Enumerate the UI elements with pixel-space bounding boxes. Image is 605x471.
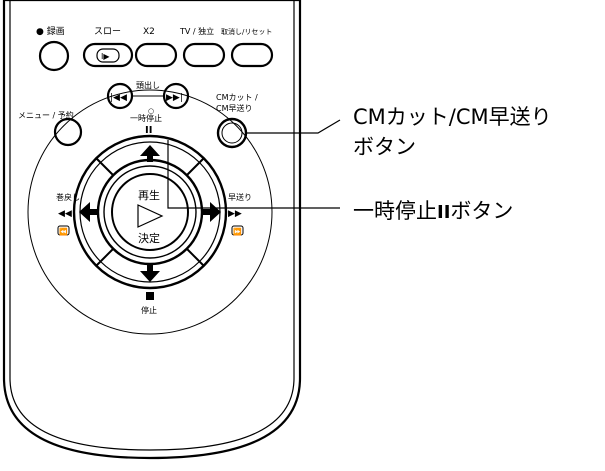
pause-callout-label: 一時停止 [353,199,437,223]
pause-label: 一時停止 [130,113,162,123]
rewind-small-icon: ⏪ [59,227,68,236]
forward-small-box [231,225,244,236]
left-arrow-icon[interactable] [79,202,97,222]
cm-label-line2: CM早送り [216,103,253,113]
slow-label: スロー [94,27,121,37]
cm-label-line1: CMカット / [216,93,258,102]
record-label: ● 録画 [36,25,65,37]
cm-callout-line1: CMカット/CM早送り [353,105,552,129]
play-label: 再生 [138,188,160,202]
pause-callout-text: 一時停止IIボタン [353,199,513,223]
dpad-divider-bl [95,246,116,267]
tv-button[interactable] [182,42,226,68]
cancel-label: 取消し/リセット [221,27,272,36]
menu-button[interactable] [53,117,83,147]
x2-label: X2 [143,27,155,37]
rewind-icon: ◀◀ [58,209,72,219]
dpad-divider-br [184,246,205,267]
pause-callout-suffix: ボタン [450,199,513,223]
menu-label: メニュー / 予約 [18,110,74,120]
skip-label: 頭出し [136,80,160,90]
right-arrow-icon[interactable] [203,202,221,222]
cm-skip-button-inner [221,122,243,144]
outer-guide-circle [27,89,273,335]
forward-small-icon: ⏩ [233,227,242,236]
enter-label: 決定 [138,231,160,245]
forward-label: 早送り [228,192,252,202]
x2-button[interactable] [134,42,178,68]
slow-icon-frame [96,48,120,63]
remote-body-inner-edge [9,0,295,451]
skip-next-icon: ▶▶| [166,93,183,103]
small-circle-icon: ○ [148,107,154,115]
pause-leader-line [167,140,340,209]
down-arrow-icon[interactable] [140,264,160,282]
tv-label: TV / 独立 [179,26,214,36]
rewind-small-box [57,225,70,236]
pause-label-icon: II [145,125,152,136]
forward-icon: ▶▶ [228,209,242,219]
slow-icon: I▶ [101,52,110,61]
cm-leader-line [246,119,341,134]
dpad-divider-tr [184,157,205,178]
stop-square-icon [146,292,154,300]
skip-prev-icon: |◀◀ [110,93,127,103]
record-button[interactable] [38,40,70,72]
cancel-button[interactable] [230,42,274,68]
play-triangle-icon [137,204,164,228]
skip-prev-button[interactable] [106,82,134,110]
cm-callout-line2: ボタン [353,135,416,159]
stop-label: 停止 [141,305,157,315]
rewind-label: 巻戻し [56,192,80,202]
dpad-inner-ring-line [103,165,197,259]
up-arrow-icon[interactable] [140,145,160,162]
dpad-divider-tl [95,157,116,178]
pause-callout-icon: II [437,202,450,223]
